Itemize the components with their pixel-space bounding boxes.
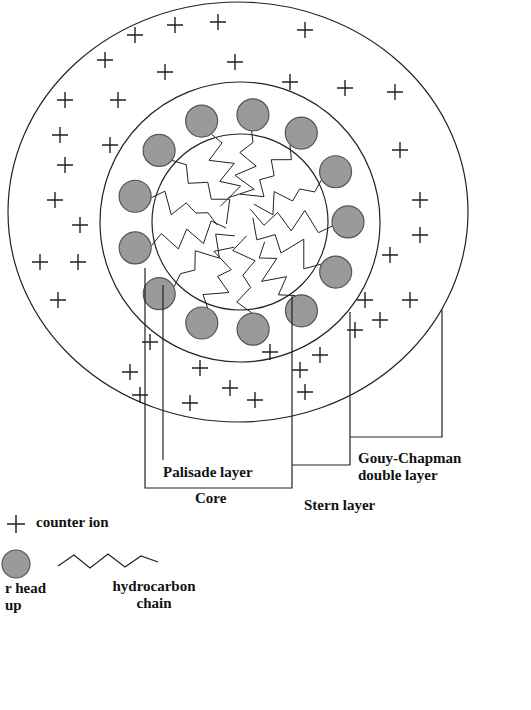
counter-ion — [292, 362, 308, 378]
stern-bracket — [292, 312, 350, 465]
hydrocarbon-chain — [253, 218, 322, 269]
counter-ion — [102, 137, 118, 153]
counter-ion — [247, 392, 263, 408]
counter-ion — [57, 92, 73, 108]
head-group — [119, 232, 151, 264]
counter-ion — [382, 247, 398, 263]
head-groups — [119, 99, 364, 345]
core-bracket — [145, 268, 292, 488]
head-group — [186, 307, 218, 339]
hydrocarbon-chain — [203, 247, 234, 308]
counter-ion — [47, 192, 63, 208]
counter-ion — [262, 344, 278, 360]
counter-ion — [392, 142, 408, 158]
counter-ion — [52, 127, 68, 143]
counter-ion — [222, 380, 238, 396]
head-group — [119, 180, 151, 212]
counter-ion — [210, 14, 226, 30]
counter-ion — [97, 52, 113, 68]
head-group — [320, 156, 352, 188]
head-group — [285, 295, 317, 327]
counter-ions — [32, 14, 428, 411]
hydrocarbon-chain — [209, 134, 240, 206]
layer-label: Stern layer — [302, 497, 377, 514]
counter-ion — [182, 395, 198, 411]
counter-ion — [387, 84, 403, 100]
counter-ion — [337, 80, 353, 96]
hydrocarbon-chain — [254, 180, 322, 215]
gouy-chapman-bracket — [350, 310, 442, 437]
counter-ion — [110, 92, 126, 108]
counter-ion — [282, 74, 298, 90]
counter-ion — [32, 254, 48, 270]
layer-label: Core — [193, 490, 228, 507]
layer-label: Gouy-Chapman double layer — [356, 450, 492, 485]
hydrocarbon-chain — [172, 160, 230, 224]
counter-ion — [192, 360, 208, 376]
head-group — [237, 313, 269, 345]
counter-ion-sample — [7, 515, 25, 533]
counter-ion — [227, 54, 243, 70]
hydrocarbon-chain — [240, 145, 291, 197]
head-group — [186, 105, 218, 137]
counter-ion — [127, 27, 143, 43]
counter-ion — [122, 364, 138, 380]
hydrocarbon-chain — [233, 236, 255, 313]
head-group — [285, 117, 317, 149]
hydrocarbon-chains — [151, 131, 332, 313]
counter-ion — [297, 22, 313, 38]
counter-ion — [70, 254, 86, 270]
counter-ion — [372, 312, 388, 328]
head-group — [332, 206, 364, 238]
counter-ion — [72, 217, 88, 233]
legend-samples — [2, 515, 158, 578]
head-group-sample — [2, 550, 30, 578]
head-group — [320, 256, 352, 288]
head-group — [237, 99, 269, 131]
counter-ion — [157, 64, 173, 80]
legend-text: r head up — [3, 580, 59, 615]
hydrocarbon-chain — [151, 191, 217, 225]
hydrocarbon-chain — [228, 131, 256, 198]
head-group — [143, 134, 175, 166]
counter-ion — [297, 384, 313, 400]
hydrocarbon-chain — [250, 209, 332, 232]
chain-sample — [58, 554, 158, 568]
core-boundary — [152, 134, 328, 310]
hydrocarbon-chain — [259, 242, 295, 296]
hydrocarbon-chain — [151, 221, 226, 249]
legend-text: counter ion — [34, 514, 111, 531]
counter-ion — [412, 192, 428, 208]
palisade-bracket — [162, 285, 163, 460]
legend-text: hydrocarbon chain — [96, 578, 212, 613]
outer-boundary — [8, 2, 468, 422]
counter-ion — [357, 292, 373, 308]
counter-ion — [412, 227, 428, 243]
stern-boundary — [100, 82, 380, 362]
counter-ion — [312, 347, 328, 363]
counter-ion — [167, 17, 183, 33]
counter-ion — [57, 157, 73, 173]
counter-ion — [402, 292, 418, 308]
head-group — [143, 278, 175, 310]
counter-ion — [50, 292, 66, 308]
layer-label: Palisade layer — [161, 464, 255, 481]
